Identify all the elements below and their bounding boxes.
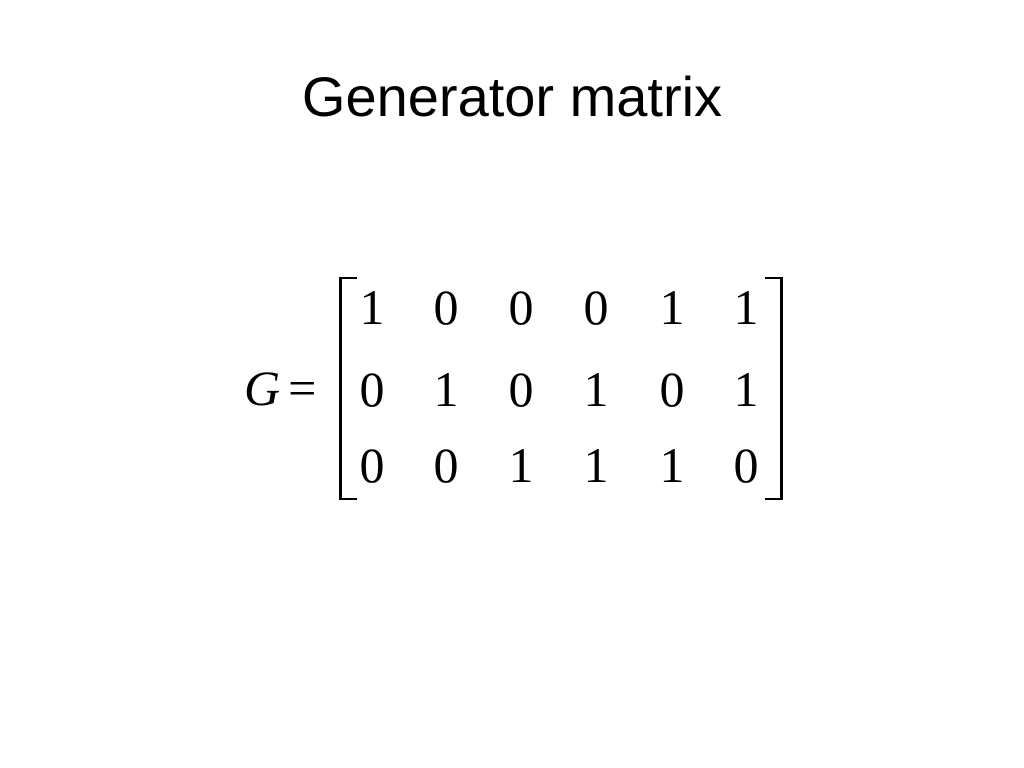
matrix-cell: 0 [583,279,609,335]
matrix-cell: 1 [433,361,459,417]
matrix-cell: 1 [733,279,759,335]
matrix-cell: 0 [433,437,459,493]
matrix-cell: 1 [659,437,685,493]
equals-sign: = [288,360,317,416]
matrix-cell: 1 [359,279,385,335]
matrix-cell: 1 [659,279,685,335]
matrix-cell: 0 [359,361,385,417]
matrix-cell: 1 [583,437,609,493]
matrix-cell: 1 [583,361,609,417]
matrix-cell: 0 [508,279,534,335]
slide-title: Generator matrix [301,65,723,128]
matrix-cell: 0 [508,361,534,417]
matrix-cell: 1 [733,361,759,417]
left-bracket [339,277,357,500]
matrix-cell: 0 [733,437,759,493]
matrix-variable: G [244,360,281,416]
matrix-cell: 1 [508,437,534,493]
matrix-cell: 0 [659,361,685,417]
matrix-cell: 0 [359,437,385,493]
equation-lhs: G= [244,360,316,416]
matrix-cell: 0 [433,279,459,335]
right-bracket [765,277,783,500]
